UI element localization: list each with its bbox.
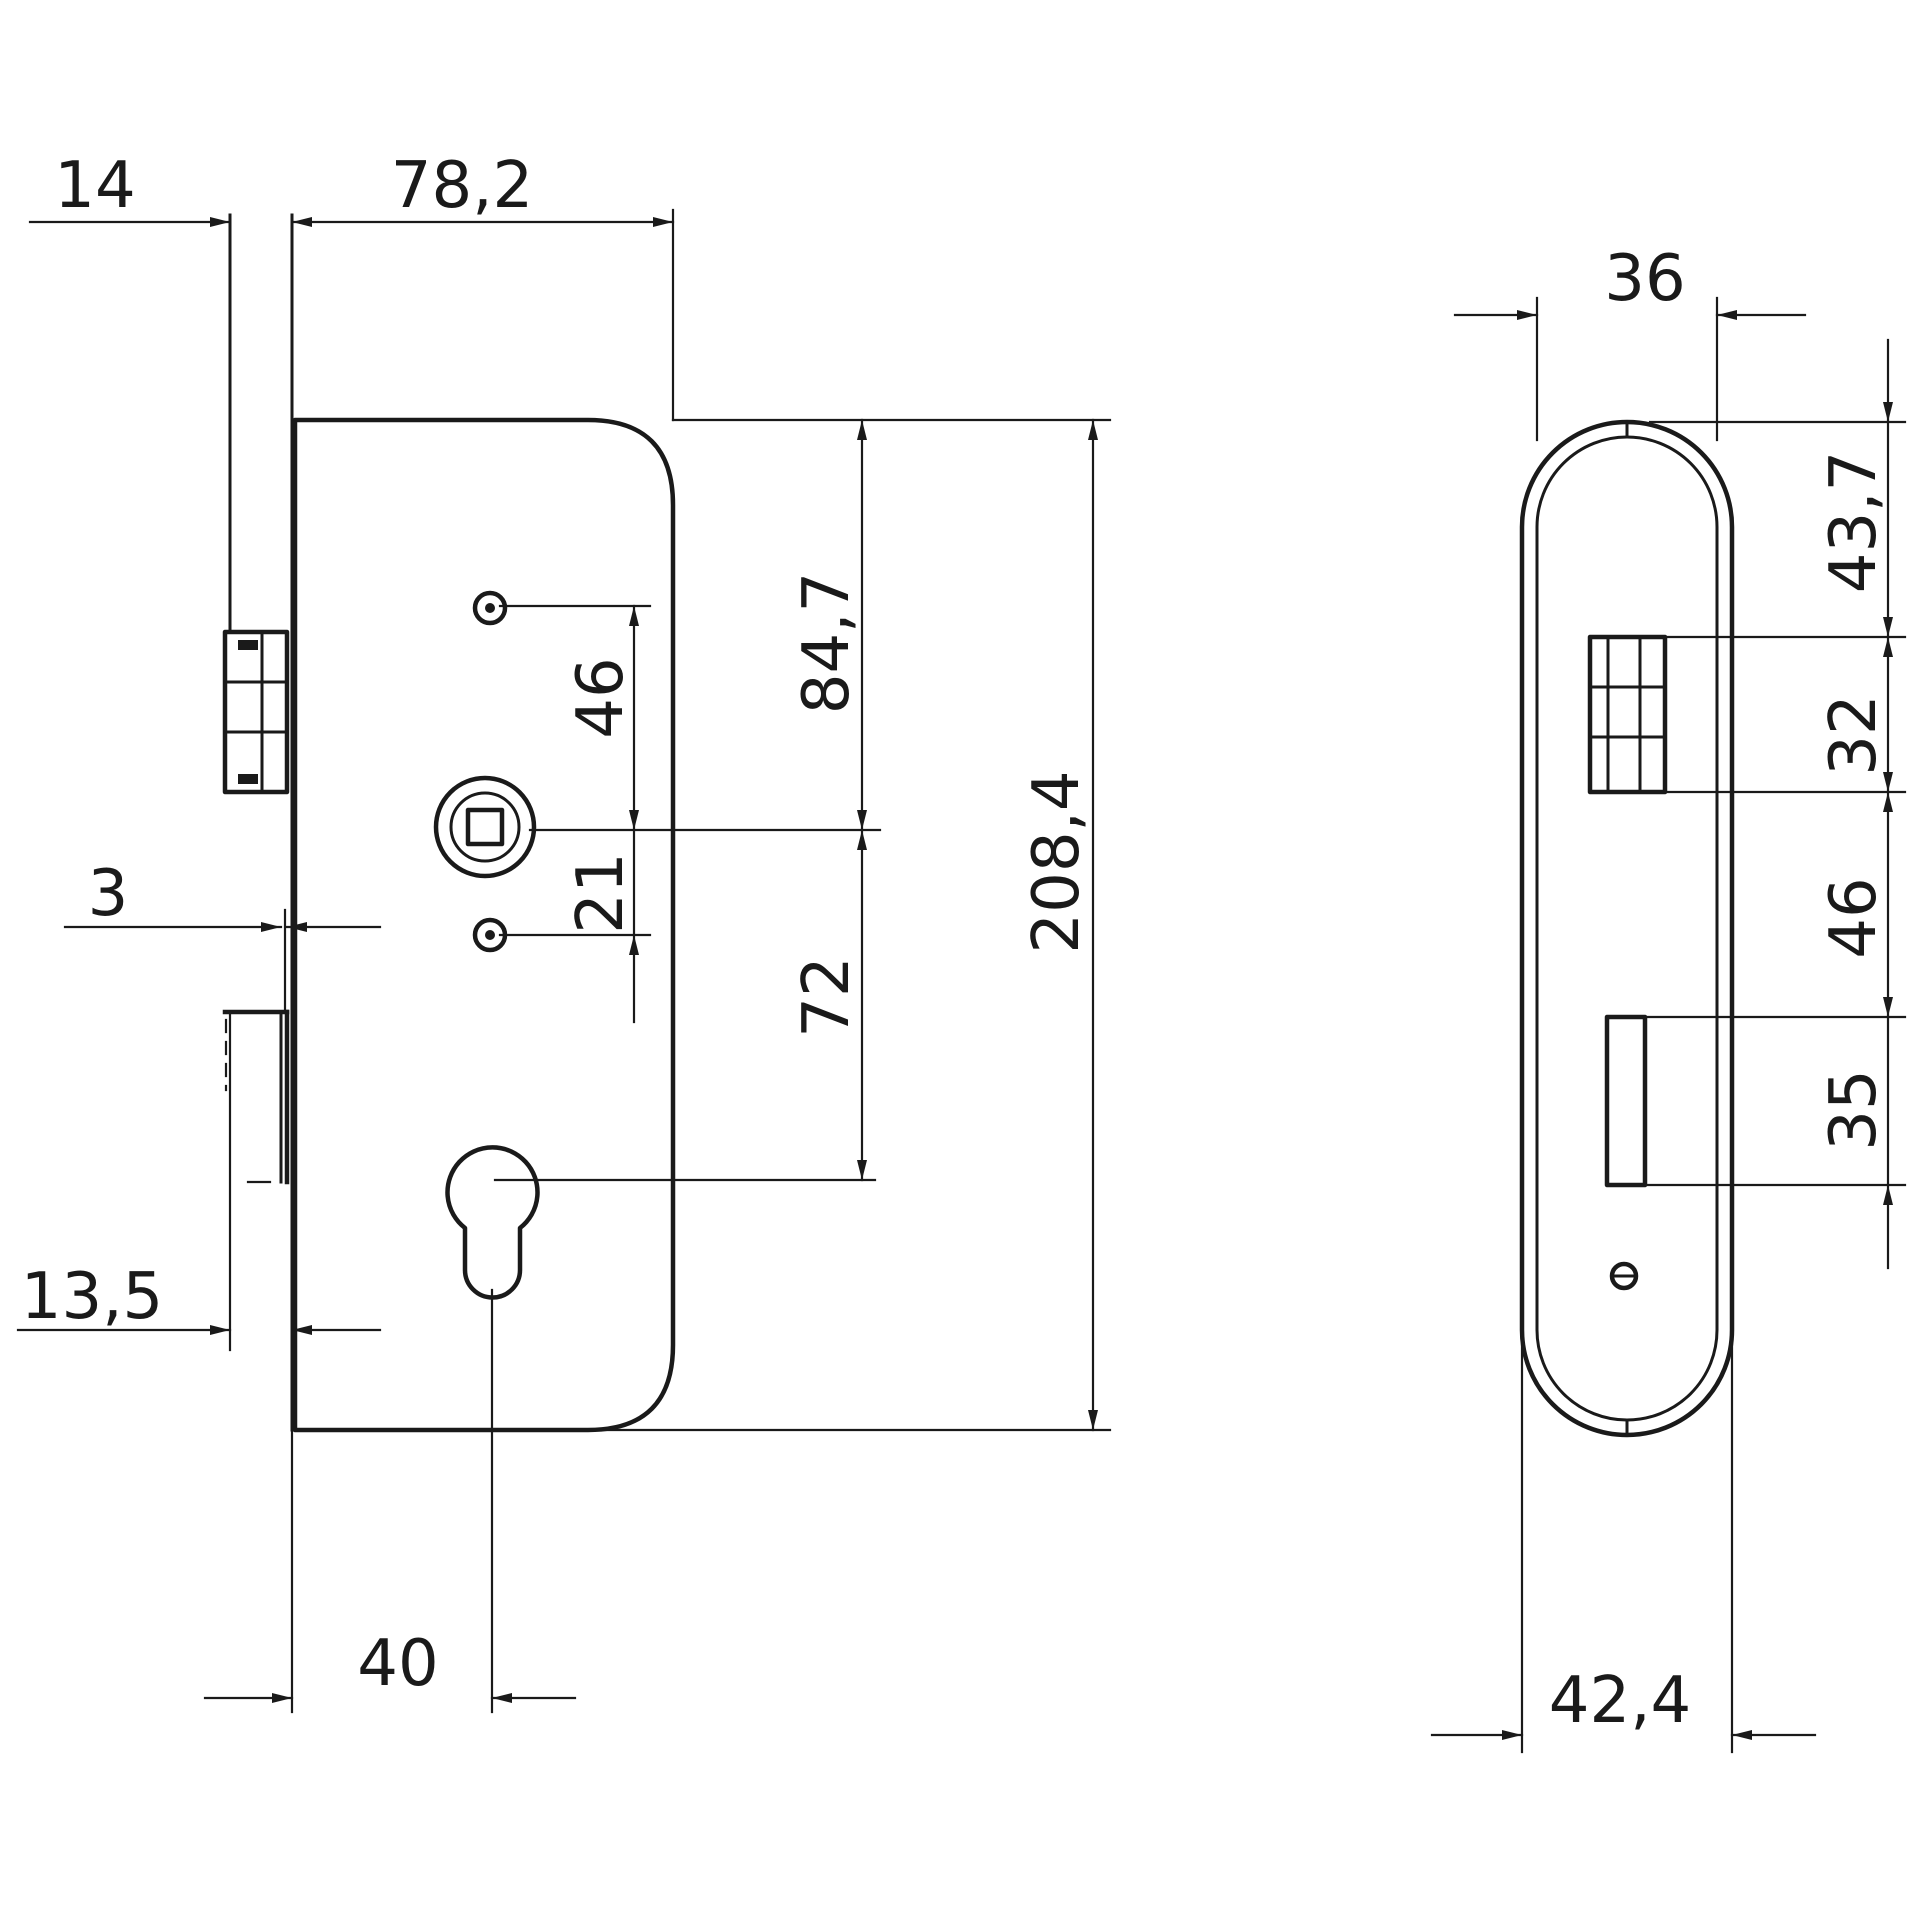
cylinder-keyhole xyxy=(445,1145,540,1300)
bolt-opening xyxy=(1604,1014,1648,1188)
dimension-13-5: 13,5 xyxy=(16,1260,382,1335)
dim-label-78-2: 78,2 xyxy=(391,149,534,223)
dim-label-3: 3 xyxy=(88,857,129,931)
dimension-14: 14 xyxy=(28,149,232,227)
dim-label-46-side: 46 xyxy=(1817,877,1891,958)
dim-label-72: 72 xyxy=(790,956,864,1037)
dim-label-43-7: 43,7 xyxy=(1817,451,1891,594)
dim-label-35: 35 xyxy=(1817,1069,1891,1150)
lock-body-outline xyxy=(292,417,676,1433)
dimension-84-7: 84,7 xyxy=(790,418,867,832)
dimension-42-4: 42,4 xyxy=(1430,1664,1817,1740)
dim-label-13-5: 13,5 xyxy=(21,1260,164,1334)
dimension-32: 32 xyxy=(1817,635,1893,794)
dimension-72: 72 xyxy=(790,828,867,1182)
side-view: 36 42,4 43,7 32 46 35 xyxy=(1430,242,1907,1754)
latch-bolt xyxy=(222,629,290,795)
follower-hub xyxy=(433,775,537,879)
dimension-46-front: 46 xyxy=(564,604,639,832)
faceplate-screw xyxy=(1609,1261,1639,1291)
dimension-40: 40 xyxy=(203,1627,577,1703)
dim-label-36: 36 xyxy=(1604,242,1685,316)
dim-label-40: 40 xyxy=(357,1627,438,1701)
faceplate-inner xyxy=(1535,435,1719,1422)
dimension-46-side: 46 xyxy=(1817,790,1893,1019)
dim-label-46-front: 46 xyxy=(564,657,638,738)
dim-label-42-4: 42,4 xyxy=(1549,1664,1692,1738)
dim-label-21: 21 xyxy=(564,852,638,933)
dim-label-84-7: 84,7 xyxy=(790,572,864,715)
faceplate-outer xyxy=(1519,419,1735,1438)
dead-bolt xyxy=(222,1009,290,1185)
dim-label-32: 32 xyxy=(1817,694,1891,775)
dimension-35: 35 xyxy=(1817,1015,1893,1270)
dimension-36: 36 xyxy=(1453,242,1807,320)
dimension-21: 21 xyxy=(564,828,639,1024)
dimension-208-4: 208,4 xyxy=(1020,418,1098,1432)
front-view: 14 78,2 3 13,5 40 46 xyxy=(16,149,1112,1714)
dimension-43-7: 43,7 xyxy=(1817,338,1893,639)
dimension-3: 3 xyxy=(63,857,382,932)
screw-hole-top xyxy=(472,590,508,626)
dim-label-208-4: 208,4 xyxy=(1020,770,1094,953)
latch-opening xyxy=(1587,634,1668,795)
dimension-78-2: 78,2 xyxy=(290,149,675,227)
dim-label-14: 14 xyxy=(54,149,135,223)
